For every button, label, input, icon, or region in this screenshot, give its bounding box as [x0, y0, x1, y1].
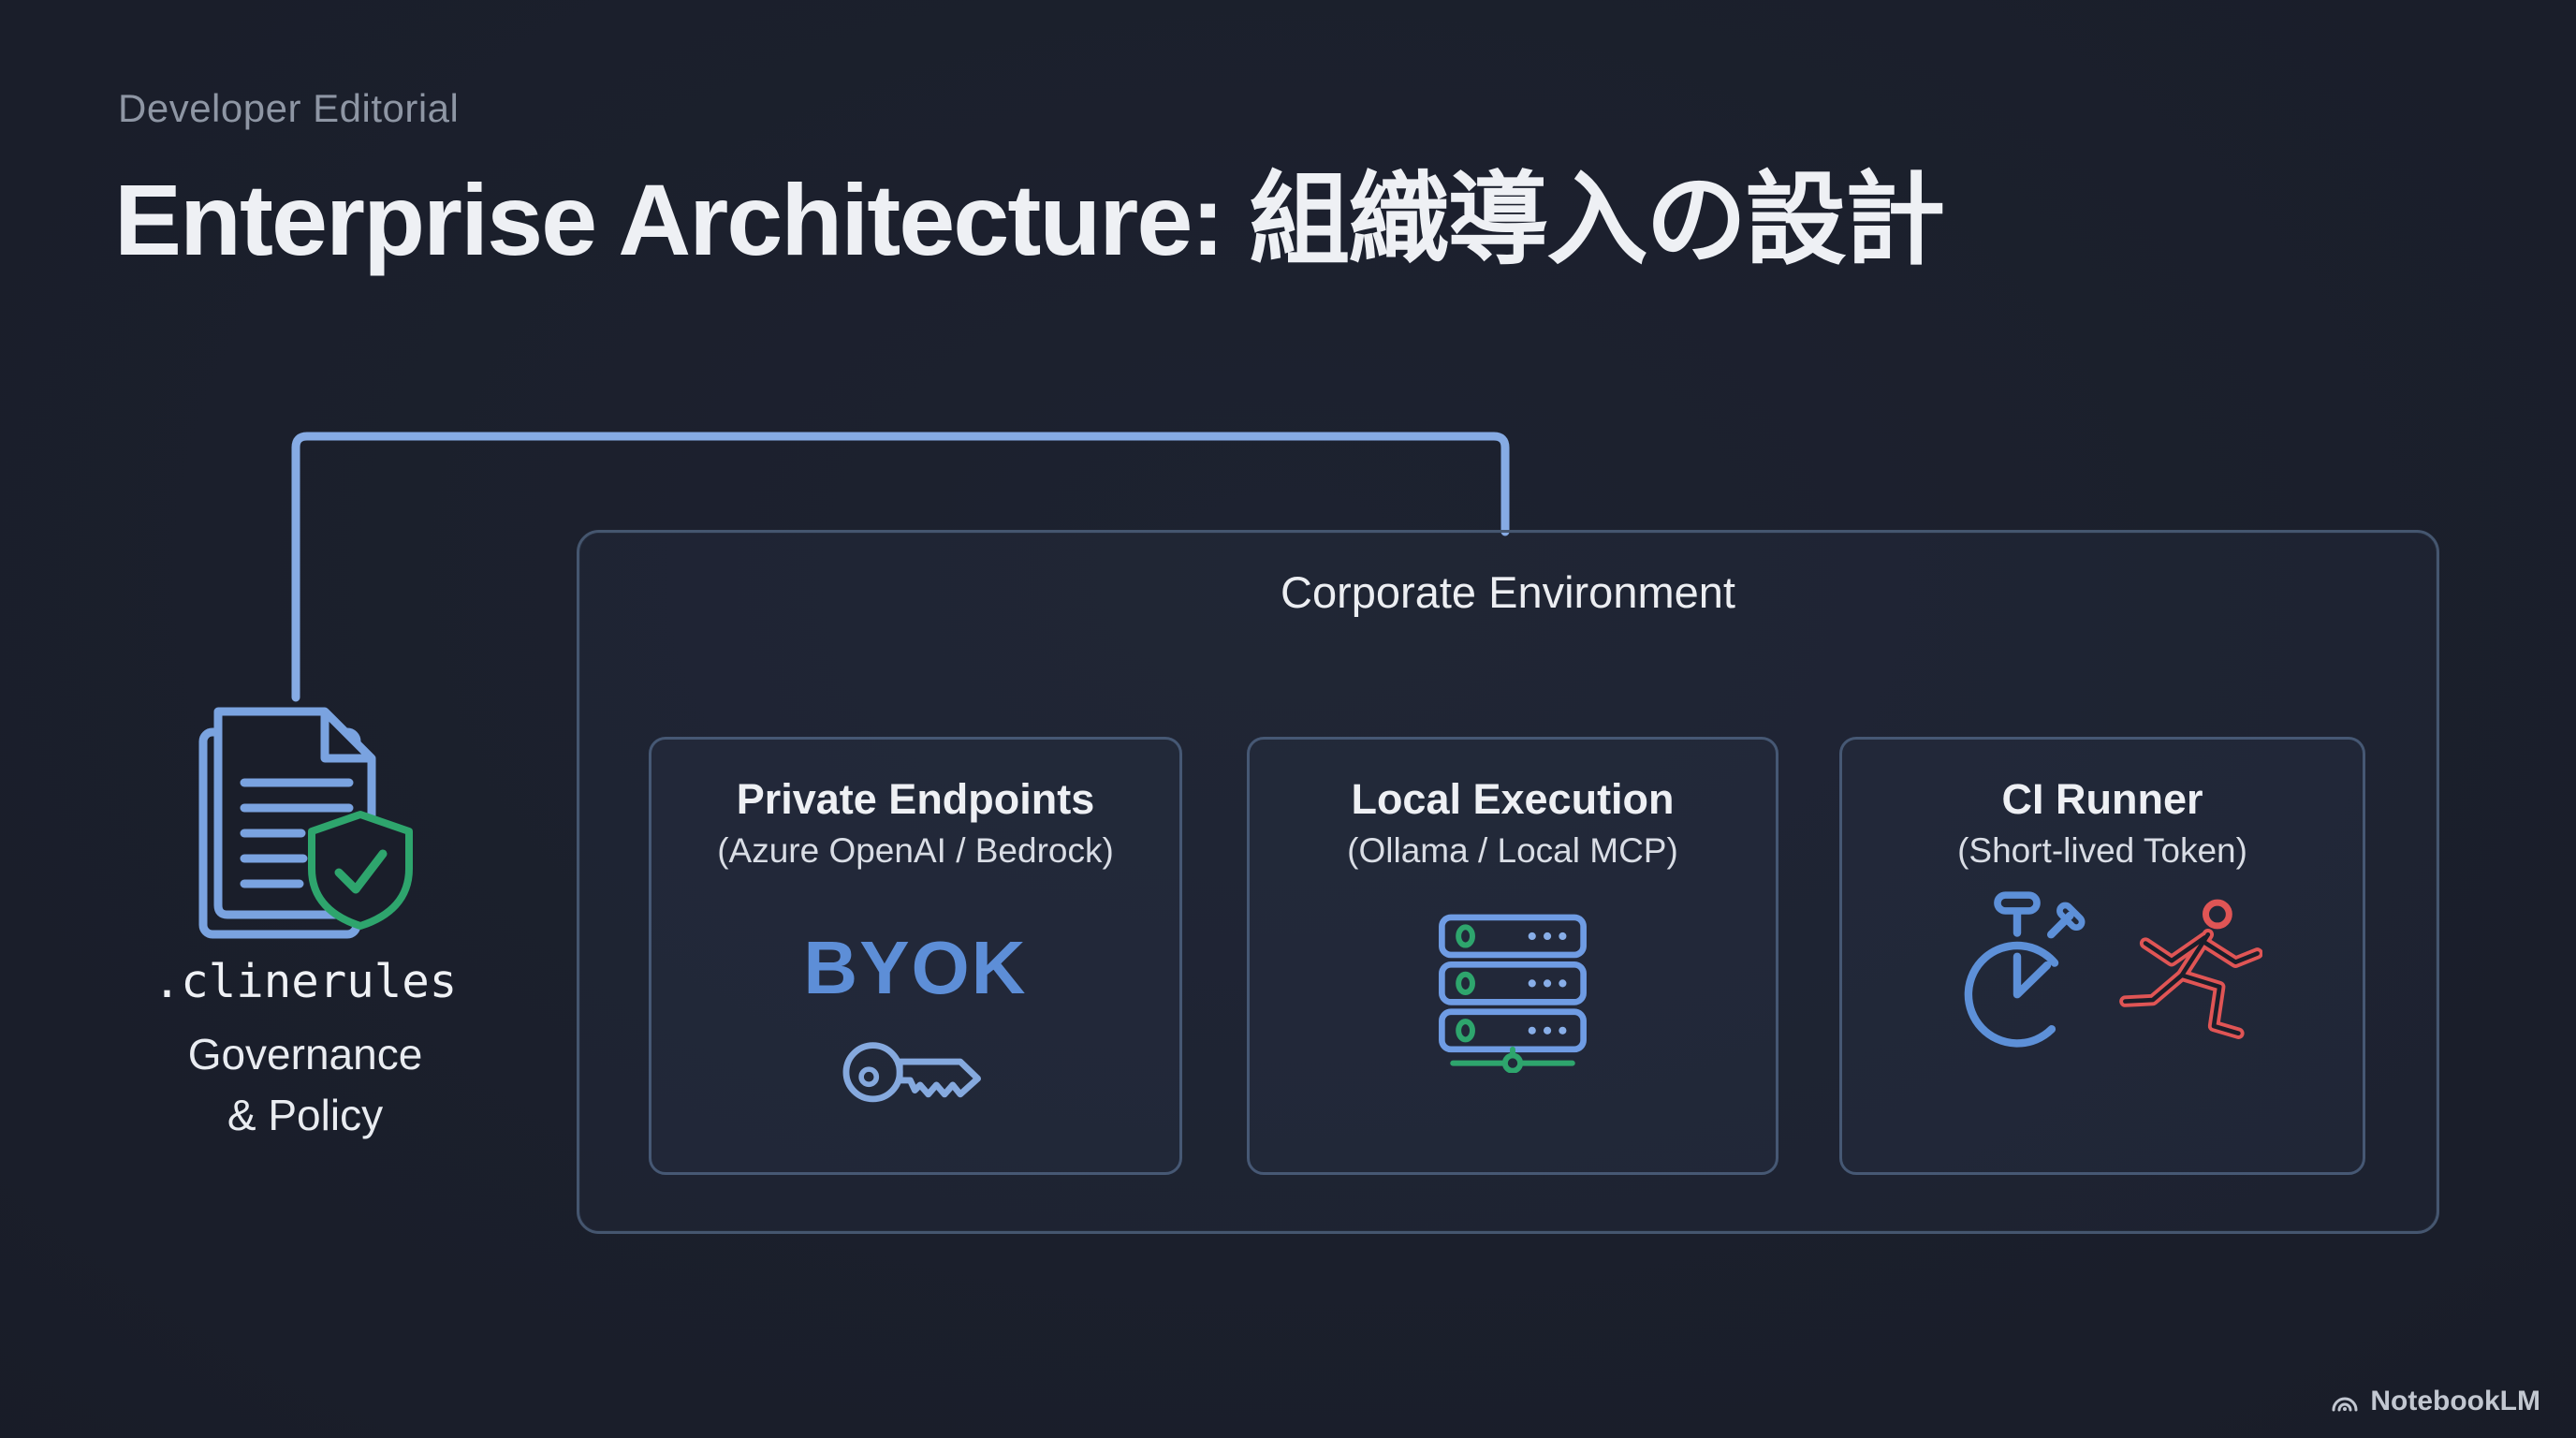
governance-caption-line1: Governance: [187, 1030, 423, 1078]
eyebrow-label: Developer Editorial: [118, 86, 460, 130]
server-stack-network-icon: [1439, 914, 1587, 1074]
governance-caption-line2: & Policy: [227, 1091, 384, 1140]
server-led-icon: [1456, 924, 1475, 1043]
stopwatch-icon: [1964, 891, 2086, 1048]
card-subtitle: (Short-lived Token): [1957, 831, 2247, 870]
key-icon-wrap: [837, 1026, 994, 1121]
document-shield-check-icon: [198, 707, 413, 939]
network-node-icon: [1450, 1046, 1575, 1074]
watermark: NotebookLM: [2329, 1386, 2540, 1417]
card-title: CI Runner: [2001, 775, 2203, 823]
page-title: Enterprise Architecture: 組織導入の設計: [114, 163, 1945, 276]
governance-caption: Governance & Policy: [99, 1024, 511, 1147]
stopwatch-runner-icon: [1942, 884, 2262, 1071]
byok-label: BYOK: [803, 926, 1028, 1009]
card-local-execution: Local Execution (Ollama / Local MCP): [1247, 737, 1778, 1175]
key-icon: [842, 1042, 981, 1103]
card-subtitle: (Azure OpenAI / Bedrock): [717, 831, 1114, 870]
corporate-environment-title: Corporate Environment: [1281, 567, 1735, 617]
runner-icon: [2119, 899, 2262, 1039]
document-text-lines: [240, 778, 354, 888]
notebooklm-logo: [2332, 1397, 2358, 1412]
card-private-endpoints: Private Endpoints (Azure OpenAI / Bedroc…: [649, 737, 1182, 1175]
check-icon: [334, 849, 388, 894]
corporate-environment-box: Corporate Environment Private Endpoints …: [577, 530, 2439, 1234]
server-icon-wrap: [1429, 912, 1596, 1078]
card-subtitle: (Ollama / Local MCP): [1347, 831, 1678, 870]
shield-icon: [308, 811, 413, 930]
clinerules-filename: .clinerules: [153, 955, 458, 1008]
card-title: Local Execution: [1351, 775, 1675, 823]
card-ci-runner: CI Runner (Short-lived Token): [1839, 737, 2365, 1175]
card-title: Private Endpoints: [736, 775, 1095, 823]
watermark-label: NotebookLM: [2370, 1386, 2540, 1416]
server-dots: [1528, 932, 1567, 1034]
